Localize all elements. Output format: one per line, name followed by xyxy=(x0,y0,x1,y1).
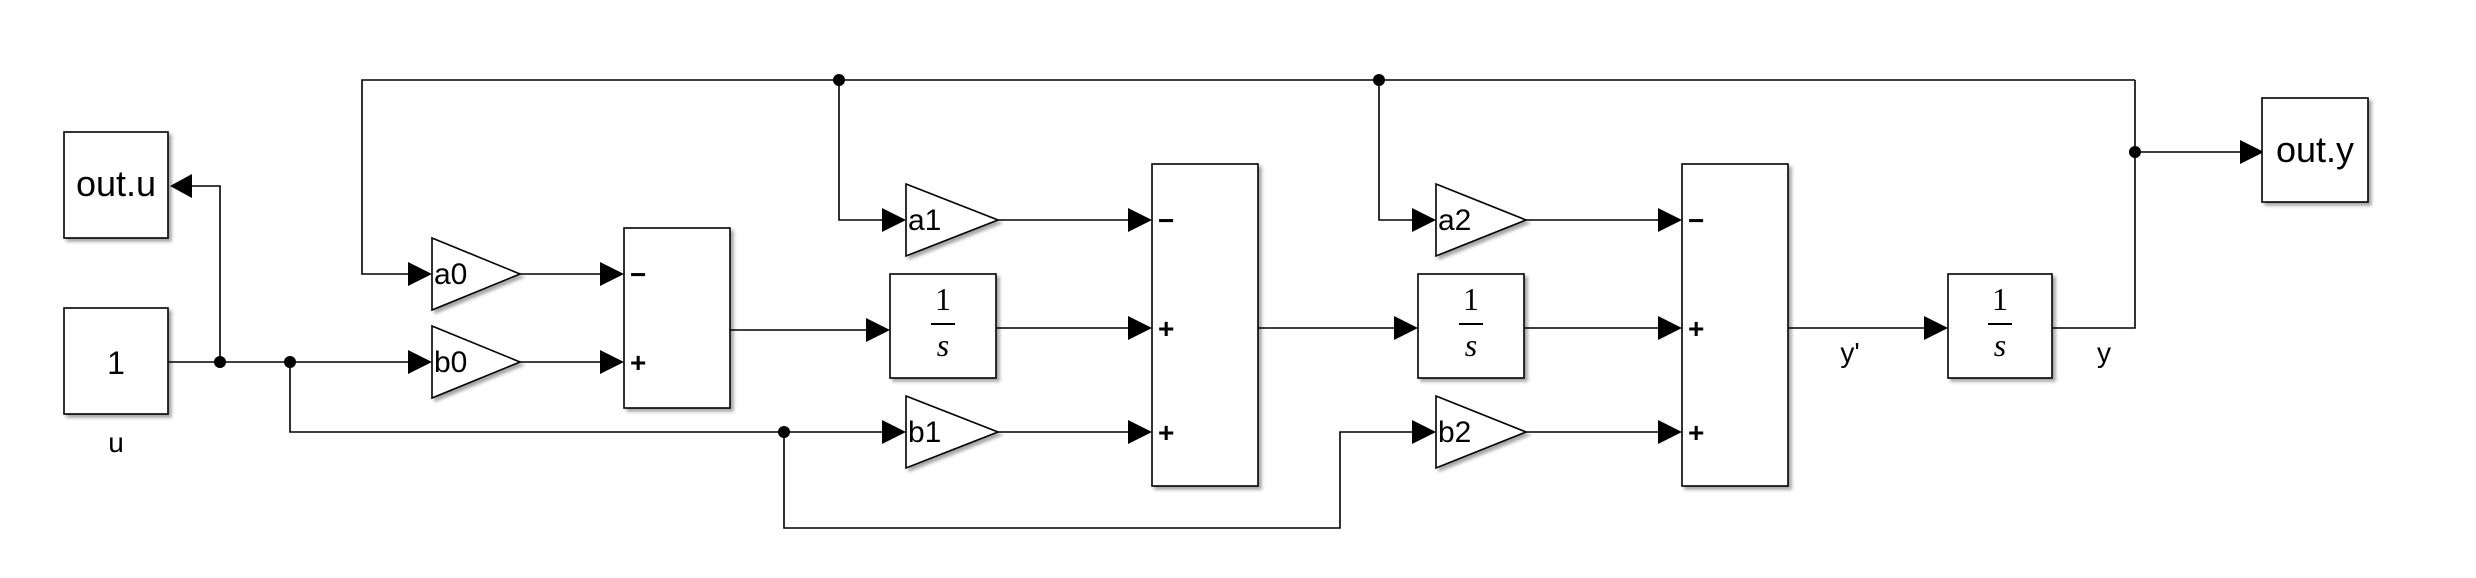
sum2-plus-sign-bottom: + xyxy=(1688,417,1704,448)
arrow-int1 xyxy=(866,318,890,342)
arrow-sum1-plus-mid xyxy=(1128,316,1152,340)
wire-top-feedback-bus[interactable] xyxy=(361,79,2135,275)
out-y-label: out.y xyxy=(2276,129,2354,170)
arrow-out-y xyxy=(2240,140,2264,164)
junction-y-out xyxy=(2129,146,2141,158)
arrow-sum2-plus-mid xyxy=(1658,316,1682,340)
gain-b0-label: b0 xyxy=(434,346,467,379)
integrator-2-denominator: s xyxy=(1465,327,1477,363)
arrowheads xyxy=(170,140,2264,444)
sum-block-1[interactable]: − + + xyxy=(1151,163,1259,487)
gain-b2-label: b2 xyxy=(1438,416,1471,449)
wire-u-to-b2[interactable] xyxy=(783,431,1424,529)
sum2-minus-sign: − xyxy=(1688,205,1704,236)
gain-a2[interactable]: a2 xyxy=(1435,182,1529,258)
arrow-sum2-plus-bottom xyxy=(1658,420,1682,444)
arrow-b0 xyxy=(408,350,432,374)
sum1-plus-sign-bottom: + xyxy=(1158,417,1174,448)
out-u-block[interactable]: out.u xyxy=(63,131,169,239)
sum0-minus-sign: − xyxy=(630,259,646,290)
constant-value: 1 xyxy=(107,345,125,381)
sum2-plus-sign-mid: + xyxy=(1688,313,1704,344)
junction-feedback-a1 xyxy=(833,74,845,86)
gain-a0[interactable]: a0 xyxy=(431,236,523,312)
wire-u-to-b1[interactable] xyxy=(289,362,882,433)
arrow-out-u xyxy=(170,174,192,198)
signal-lines xyxy=(168,79,2240,529)
sum-block-0[interactable]: − + xyxy=(623,227,731,409)
integrator-2[interactable]: 1 s xyxy=(1417,273,1525,379)
gain-a1[interactable]: a1 xyxy=(905,182,1001,258)
integrator-1-denominator: s xyxy=(937,327,949,363)
arrow-a2 xyxy=(1412,208,1436,232)
gain-a1-label: a1 xyxy=(908,204,941,237)
arrow-sum0-minus xyxy=(600,262,624,286)
junction-b1-b2-split xyxy=(778,426,790,438)
junction-dots xyxy=(214,74,2141,438)
sum-block-2[interactable]: − + + xyxy=(1681,163,1789,487)
junction-u-b-split xyxy=(284,356,296,368)
gain-a0-label: a0 xyxy=(434,258,467,291)
out-y-block[interactable]: out.y xyxy=(2261,97,2369,203)
gain-b1[interactable]: b1 xyxy=(905,394,1001,470)
arrow-a1 xyxy=(882,208,906,232)
integrator-3[interactable]: 1 s xyxy=(1947,273,2053,379)
wire-feedback-to-a1[interactable] xyxy=(838,80,896,221)
integrator-2-numerator: 1 xyxy=(1463,281,1479,317)
arrow-int2 xyxy=(1394,316,1418,340)
integrator-1[interactable]: 1 s xyxy=(889,273,997,379)
sum1-plus-sign-mid: + xyxy=(1158,313,1174,344)
constant-name-label: u xyxy=(108,427,124,458)
arrow-sum1-minus xyxy=(1128,208,1152,232)
out-u-label: out.u xyxy=(76,163,156,204)
integrator-3-denominator: s xyxy=(1994,327,2006,363)
integrator-3-numerator: 1 xyxy=(1992,281,2008,317)
integrator-1-numerator: 1 xyxy=(935,281,951,317)
sum1-minus-sign: − xyxy=(1158,205,1174,236)
sum0-plus-sign: + xyxy=(630,347,646,378)
gain-b1-label: b1 xyxy=(908,416,941,449)
gain-a2-label: a2 xyxy=(1438,204,1471,237)
gain-b2[interactable]: b2 xyxy=(1435,394,1529,470)
signal-label-y: y xyxy=(2097,337,2111,368)
signal-label-y-prime: y' xyxy=(1840,337,1859,368)
arrow-int3 xyxy=(1924,316,1948,340)
wire-u-to-out-u[interactable] xyxy=(168,185,221,363)
arrow-b2 xyxy=(1412,420,1436,444)
junction-u-split xyxy=(214,356,226,368)
wire-y-output[interactable] xyxy=(2052,80,2136,329)
constant-block[interactable]: 1 xyxy=(63,307,169,415)
arrow-sum1-plus-bottom xyxy=(1128,420,1152,444)
junction-feedback-a2 xyxy=(1373,74,1385,86)
arrow-sum2-minus xyxy=(1658,208,1682,232)
arrow-sum0-plus xyxy=(600,350,624,374)
wire-feedback-to-a2[interactable] xyxy=(1378,80,1424,221)
arrow-a0 xyxy=(408,262,432,286)
arrow-b1 xyxy=(882,420,906,444)
gain-b0[interactable]: b0 xyxy=(431,324,523,400)
